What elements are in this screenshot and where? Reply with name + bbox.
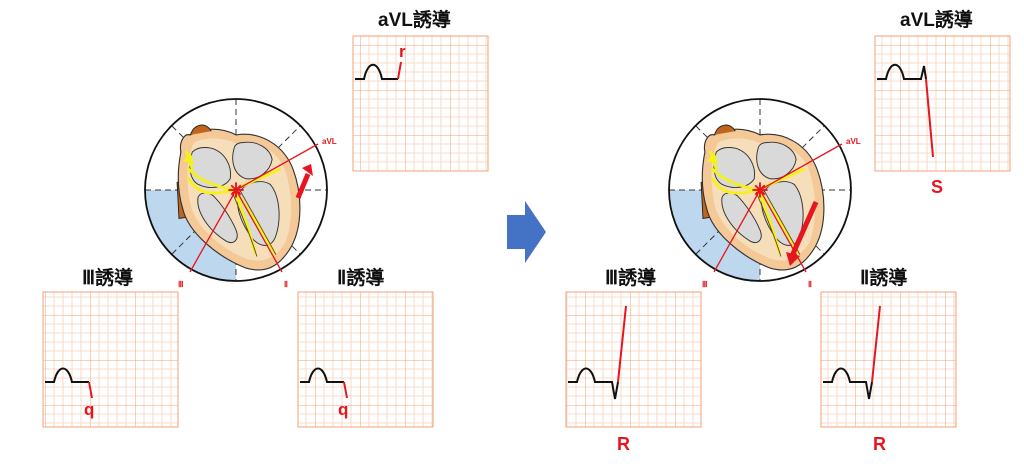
left-lead3-wave-label: q	[84, 400, 94, 419]
lead-label-avl: aVL	[322, 137, 337, 146]
r-wave	[617, 305, 627, 383]
left-avl-ecg: r	[352, 35, 489, 172]
right-avl-title: aVL誘導	[900, 8, 973, 31]
right-avl-ecg: S	[874, 35, 1011, 197]
left-lead2-title: Ⅱ誘導	[337, 266, 384, 289]
lead-label-ii: Ⅱ	[808, 280, 812, 289]
left-lead3-ecg: q	[42, 291, 179, 428]
left-panel: aVL Ⅲ Ⅱ aVL誘導 r Ⅲ誘導 q Ⅱ誘導	[42, 8, 489, 428]
right-heart-diagram: aVL Ⅲ Ⅱ	[668, 98, 861, 289]
left-lead2-wave-label: q	[338, 400, 348, 419]
lead-label-iii: Ⅲ	[702, 280, 708, 289]
left-lead2-ecg: q	[297, 291, 434, 428]
right-avl-wave-label: S	[931, 177, 943, 197]
r-wave	[871, 305, 881, 383]
q-wave	[343, 381, 348, 399]
right-lead3-ecg: R	[565, 291, 702, 454]
right-lead2-wave-label: R	[873, 434, 886, 454]
lead-label-iii: Ⅲ	[178, 280, 184, 289]
lead-label-ii: Ⅱ	[284, 280, 288, 289]
left-lead3-title: Ⅲ誘導	[82, 266, 133, 289]
right-panel: aVL Ⅲ Ⅱ aVL誘導 S Ⅲ誘導 R Ⅱ誘導	[565, 8, 1011, 454]
right-lead3-title: Ⅲ誘導	[605, 266, 656, 289]
left-avl-wave-label: r	[399, 42, 406, 61]
right-lead2-title: Ⅱ誘導	[860, 266, 907, 289]
right-arrow-icon	[507, 201, 546, 263]
left-avl-title: aVL誘導	[378, 8, 451, 31]
q-wave	[88, 381, 93, 399]
left-heart-diagram: aVL Ⅲ Ⅱ	[144, 98, 337, 289]
r-wave	[397, 61, 402, 80]
vector-arrow	[295, 164, 313, 199]
right-lead3-wave-label: R	[617, 434, 630, 454]
vector-arrow	[786, 200, 819, 266]
s-wave	[925, 78, 934, 158]
right-lead2-ecg: R	[820, 291, 957, 454]
lead-label-avl: aVL	[846, 137, 861, 146]
